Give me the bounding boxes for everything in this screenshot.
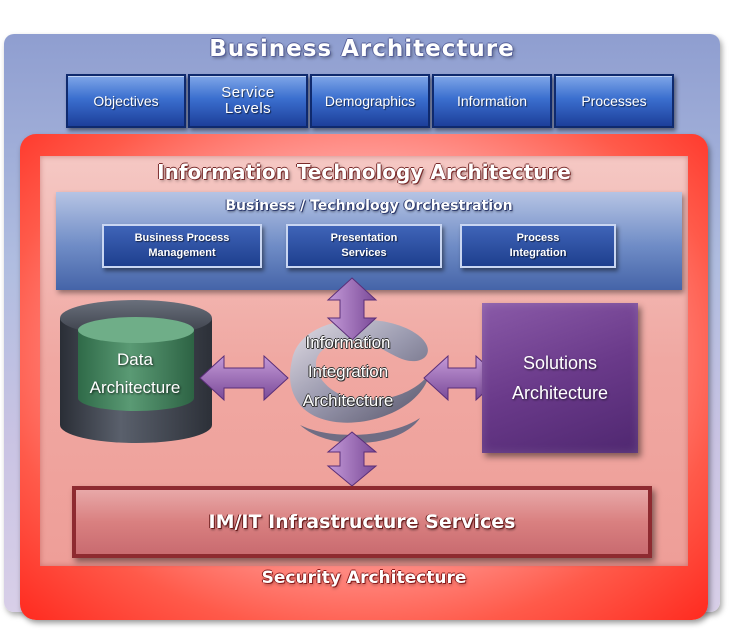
demographics-label: Demographics bbox=[324, 93, 416, 109]
solutions-architecture-label: Solutions Architecture bbox=[511, 353, 609, 403]
data-architecture-label: Data Architecture bbox=[89, 350, 181, 397]
integration-swirl-icon bbox=[290, 319, 430, 444]
it-architecture-title: Information Technology Architecture bbox=[157, 160, 571, 184]
service-levels-box: Service Levels bbox=[188, 74, 308, 128]
process-integration-label: Process Integration bbox=[509, 232, 567, 259]
processes-label: Processes bbox=[581, 93, 647, 109]
presentation-services-label: Presentation Services bbox=[330, 232, 398, 259]
information-box: Information bbox=[432, 74, 552, 128]
information-label: Information bbox=[456, 93, 528, 109]
presentation-services-box: Presentation Services bbox=[286, 224, 442, 268]
objectives-label: Objectives bbox=[93, 93, 159, 109]
orchestration-title: Business / Technology Orchestration bbox=[225, 198, 513, 214]
business-process-management-box: Business Process Management bbox=[102, 224, 262, 268]
information-integration-label: Information Integration Architecture bbox=[302, 333, 394, 410]
security-architecture-title: Security Architecture bbox=[261, 568, 467, 588]
infrastructure-services-box: IM/IT Infrastructure Services bbox=[72, 486, 652, 558]
infrastructure-services-label: IM/IT Infrastructure Services bbox=[208, 511, 516, 533]
objectives-box: Objectives bbox=[66, 74, 186, 128]
arrow-left-right-data-icon bbox=[199, 354, 289, 402]
service-levels-label: Service Levels bbox=[221, 84, 275, 117]
business-architecture-title: Business Architecture bbox=[209, 36, 515, 62]
data-cylinder-icon bbox=[60, 300, 212, 443]
solutions-architecture-box: Solutions Architecture bbox=[482, 303, 638, 453]
orchestration-band: Business / Technology Orchestration Busi… bbox=[56, 192, 682, 290]
bpm-label: Business Process Management bbox=[134, 232, 230, 259]
process-integration-box: Process Integration bbox=[460, 224, 616, 268]
demographics-box: Demographics bbox=[310, 74, 430, 128]
arrow-up-down-top-icon bbox=[326, 277, 378, 341]
processes-box: Processes bbox=[554, 74, 674, 128]
